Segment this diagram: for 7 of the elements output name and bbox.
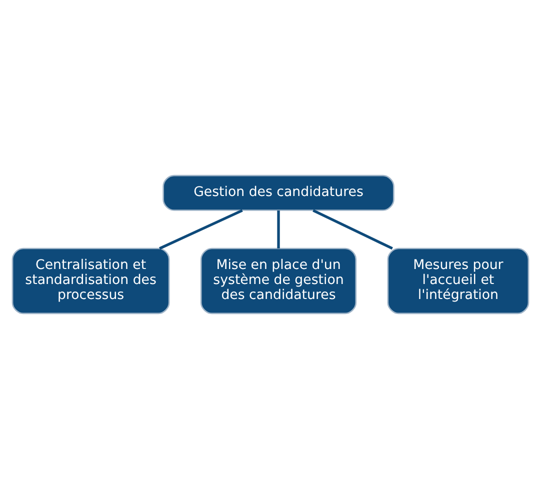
connector [312,208,393,250]
connector [277,210,280,248]
connector [159,208,243,250]
node-box: Mise en place d'un système de gestion des candidatures [200,247,357,314]
node-box: Gestion des candidatures [162,174,394,210]
node-box: Mesures pour l'accueil et l'intégration [387,247,530,314]
node-box: Centralisation et standardisation des processus [12,247,170,314]
